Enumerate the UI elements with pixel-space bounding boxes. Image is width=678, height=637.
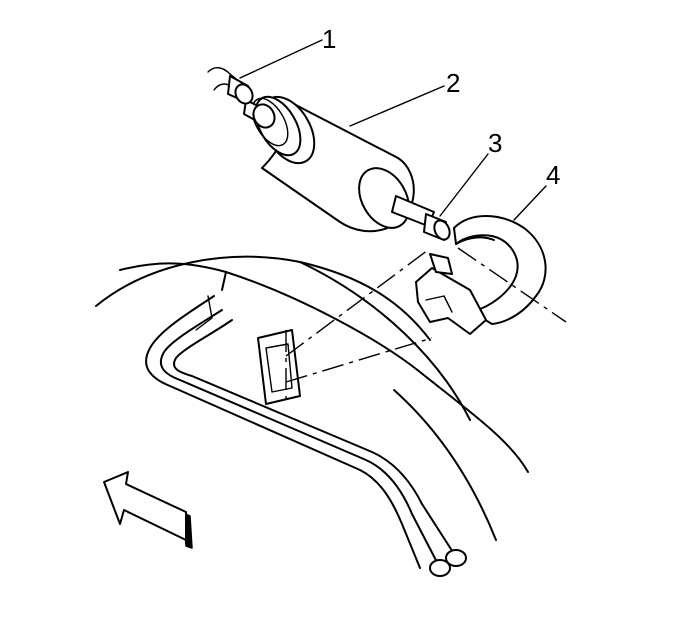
leader-4 [513, 185, 547, 221]
leader-1 [239, 39, 323, 79]
outlet-fitting [423, 213, 451, 241]
frame-rail [95, 255, 529, 541]
callout-2: 2 [446, 68, 460, 98]
mounting-location [257, 247, 567, 405]
leader-3 [439, 153, 489, 217]
fuel-lines [145, 295, 467, 577]
callout-4: 4 [546, 160, 560, 190]
callout-3: 3 [488, 128, 502, 158]
callout-1: 1 [322, 24, 336, 54]
fuel-filter [243, 95, 435, 233]
filter-clamp [415, 215, 547, 335]
leader-lines [239, 39, 547, 221]
inlet-fitting [207, 67, 254, 105]
leader-2 [349, 85, 445, 127]
direction-arrow-icon [103, 471, 193, 549]
